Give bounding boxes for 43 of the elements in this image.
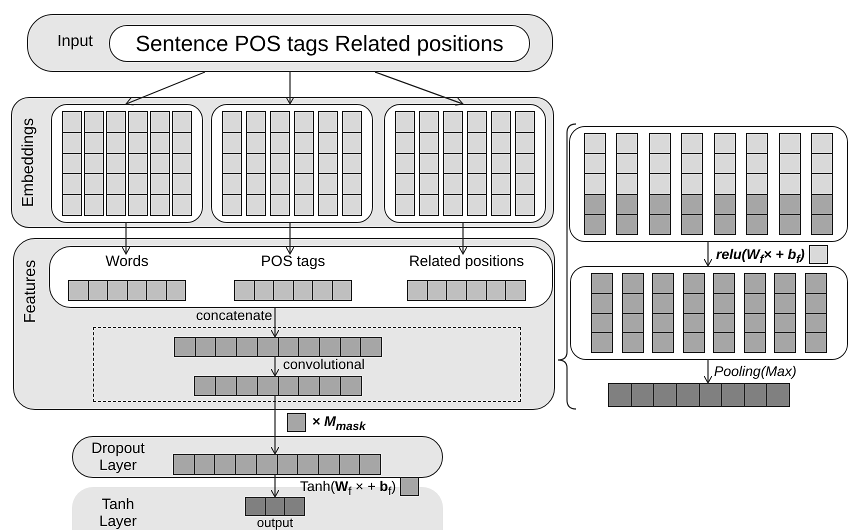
- vector-bar: [173, 454, 381, 475]
- dashed-region: [93, 327, 521, 402]
- input-pill: Sentence POS tags Related positions: [109, 25, 530, 62]
- edge-label: Tanh(W$_{f}$ × + b$_{f}$): [300, 479, 396, 499]
- vector-bar: [194, 376, 362, 396]
- feature-map: [569, 126, 848, 242]
- arrow: [125, 71, 206, 106]
- arrow: [270, 396, 280, 455]
- layer-panel: [27, 14, 553, 72]
- output-label: output: [256, 516, 294, 530]
- layer-label: Tanh Layer: [98, 497, 138, 530]
- layer-label: Input: [56, 33, 94, 51]
- arrow: [121, 223, 131, 255]
- arrow: [270, 475, 280, 498]
- arrow: [458, 223, 468, 255]
- vector-bar: [608, 383, 790, 407]
- arrow: [374, 71, 464, 106]
- arrow: [270, 357, 280, 377]
- feature-map: [211, 104, 373, 223]
- edge-label: × M$_{mask}$: [312, 414, 366, 434]
- layer-panel: [13, 238, 555, 410]
- edge-label: concatenate: [196, 308, 272, 324]
- arrow: [703, 360, 713, 384]
- layer-label: Features: [21, 258, 40, 325]
- feature-map: [570, 266, 848, 360]
- feature-panel: [49, 246, 553, 308]
- edge-label: Pooling(Max): [714, 364, 796, 380]
- edge-label: convolutional: [283, 357, 365, 372]
- feature-map: [51, 104, 203, 223]
- layer-panel: [11, 97, 554, 228]
- arrow: [270, 308, 280, 338]
- feature-label: Related positions: [408, 254, 526, 270]
- feature-label: Words: [104, 254, 150, 270]
- layer-label: Embeddings: [19, 118, 38, 210]
- layer-label: Dropout Layer: [90, 441, 146, 474]
- layer-panel: [72, 436, 443, 478]
- vector-bar: [174, 337, 382, 357]
- feature-map: [384, 104, 546, 223]
- feature-label: POS tags: [260, 254, 326, 270]
- arrow: [703, 242, 713, 267]
- arrow: [285, 72, 295, 105]
- edge-label: relu(W$_{f}$× + b$_{f}$): [716, 247, 805, 267]
- arrow: [285, 223, 295, 255]
